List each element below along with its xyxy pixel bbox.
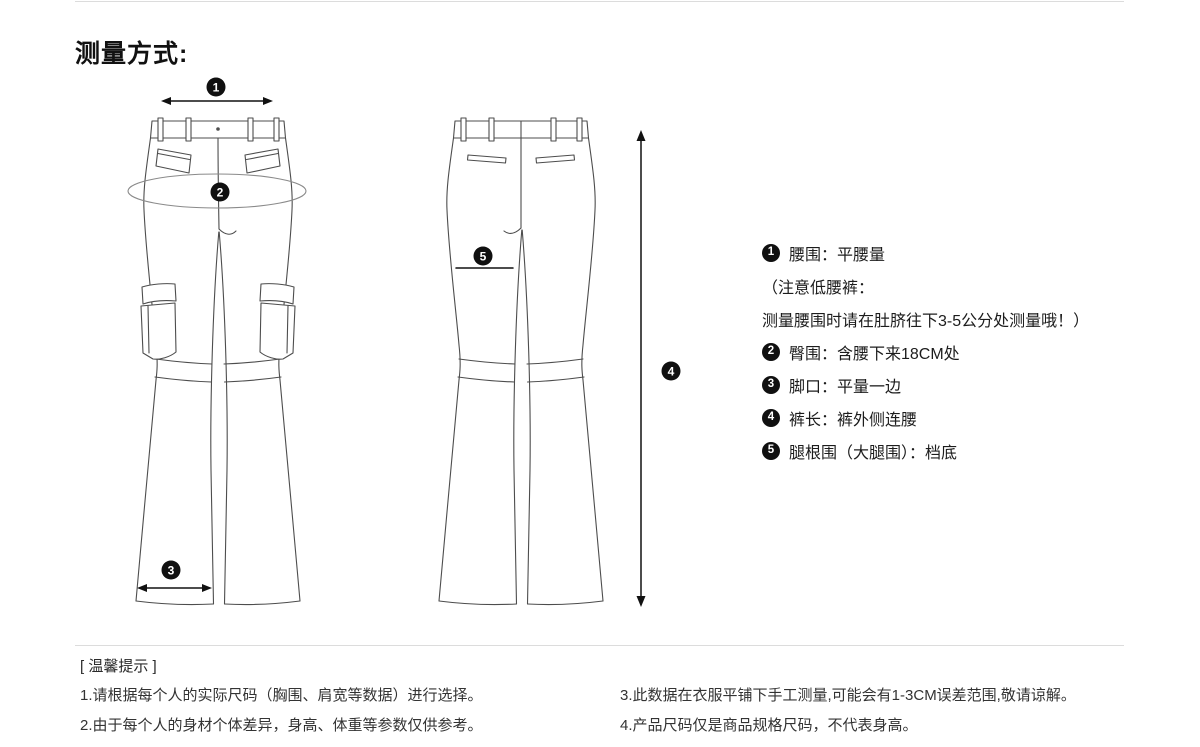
marker-hem-badge: 3 [161, 560, 181, 580]
legend-waist-note-line1: （注意低腰裤： [762, 279, 875, 297]
legend-item-length: 4 裤长：裤外侧连腰 [762, 401, 1089, 434]
footer-divider [75, 645, 1124, 646]
legend-thigh-label: 腿根围（大腿围）：档底 [789, 444, 958, 462]
hem-measure-arrow [137, 584, 212, 592]
marker-thigh-number: 5 [479, 249, 487, 263]
pants-front-drawing [135, 117, 301, 606]
legend-item-hem: 3 脚口：平量一边 [762, 368, 1089, 401]
length-measure-arrow [636, 130, 646, 607]
marker-hip-number: 2 [216, 185, 224, 199]
page-title: 测量方式: [75, 40, 189, 68]
footer-note-4: 4.产品尺码仅是商品规格尺码，不代表身高。 [620, 717, 918, 734]
legend-item-thigh: 5 腿根围（大腿围）：档底 [762, 434, 1089, 467]
pants-back-drawing [438, 117, 604, 606]
legend-hem-label: 脚口：平量一边 [789, 378, 902, 396]
legend-waist-badge: 1 [762, 243, 780, 262]
measurement-legend: 1 腰围：平腰量 （注意低腰裤： 测量腰围时请在肚脐往下3-5公分处测量哦！） … [762, 236, 1089, 467]
legend-item-hip: 2 臀围：含腰下来18CM处 [762, 335, 1089, 368]
marker-length-number: 4 [667, 364, 675, 378]
legend-waist-label: 腰围：平腰量 [789, 246, 886, 264]
legend-length-label: 裤长：裤外侧连腰 [789, 411, 918, 429]
marker-waist-badge: 1 [206, 77, 226, 97]
footer-notes-right: 3.此数据在衣服平铺下手工测量,可能会有1-3CM误差范围,敬请谅解。 4.产品… [620, 687, 1076, 747]
footer-note-1: 1.请根据每个人的实际尺码（胸围、肩宽等数据）进行选择。 [80, 687, 483, 704]
footer-heading: [ 温馨提示 ] [80, 658, 157, 675]
footer-notes-left: 1.请根据每个人的实际尺码（胸围、肩宽等数据）进行选择。 2.由于每个人的身材个… [80, 687, 483, 747]
legend-hip-label: 臀围：含腰下来18CM处 [789, 345, 960, 363]
hip-measure-ellipse [127, 173, 307, 209]
marker-waist-number: 1 [212, 80, 220, 94]
legend-hem-badge: 3 [762, 375, 780, 394]
legend-hip-badge: 2 [762, 342, 780, 361]
top-divider [75, 1, 1124, 2]
footer-note-2: 2.由于每个人的身材个体差异，身高、体重等参数仅供参考。 [80, 717, 483, 734]
waist-measure-arrow [161, 97, 273, 105]
marker-thigh-badge: 5 [473, 246, 493, 266]
marker-hip-badge: 2 [210, 182, 230, 202]
marker-hem-number: 3 [167, 563, 175, 577]
marker-length-badge: 4 [661, 361, 681, 381]
footer-note-3: 3.此数据在衣服平铺下手工测量,可能会有1-3CM误差范围,敬请谅解。 [620, 687, 1076, 704]
legend-item-waist: 1 腰围：平腰量 [762, 236, 1089, 269]
legend-thigh-badge: 5 [762, 441, 780, 460]
legend-length-badge: 4 [762, 408, 780, 427]
pants-measurement-diagram [127, 97, 646, 607]
legend-waist-note-line2: 测量腰围时请在肚脐往下3-5公分处测量哦！） [762, 312, 1090, 330]
